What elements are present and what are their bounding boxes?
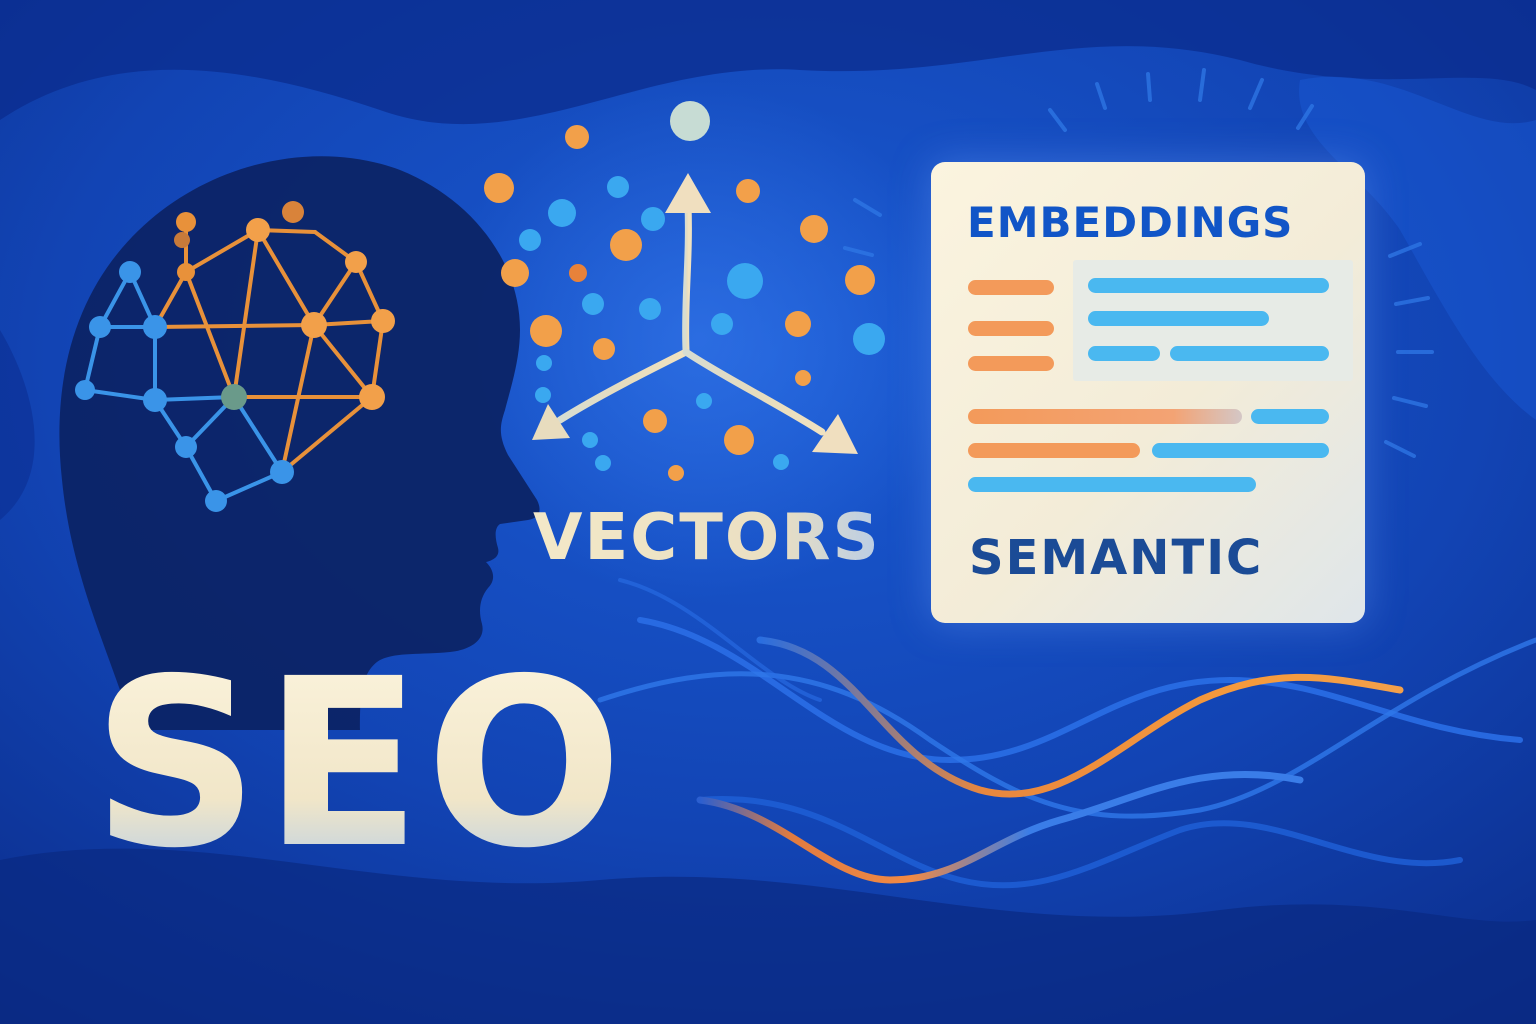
- semantic-label: SEMANTIC: [969, 530, 1264, 586]
- text-line: [968, 409, 1242, 424]
- text-line: [1088, 346, 1160, 361]
- vectors-label: VECTORS: [533, 501, 881, 575]
- text-line: [1152, 443, 1329, 458]
- document-card-icon: EMBEDDINGS SEMANTIC: [931, 162, 1365, 623]
- text-line: [1251, 409, 1329, 424]
- head-silhouette: [59, 156, 540, 731]
- wave-lines-icon: [597, 578, 1536, 889]
- text-line: [1088, 278, 1329, 293]
- text-line: [968, 321, 1054, 336]
- text-line: [1170, 346, 1329, 361]
- vector-axes-icon: [484, 101, 885, 481]
- text-line: [1088, 311, 1269, 326]
- seo-title: SEO: [92, 629, 627, 899]
- text-line: [968, 356, 1054, 371]
- text-line: [968, 477, 1256, 492]
- embeddings-label: EMBEDDINGS: [967, 198, 1294, 247]
- brain-network-icon: [75, 201, 395, 512]
- text-line: [968, 443, 1140, 458]
- text-line: [968, 280, 1054, 295]
